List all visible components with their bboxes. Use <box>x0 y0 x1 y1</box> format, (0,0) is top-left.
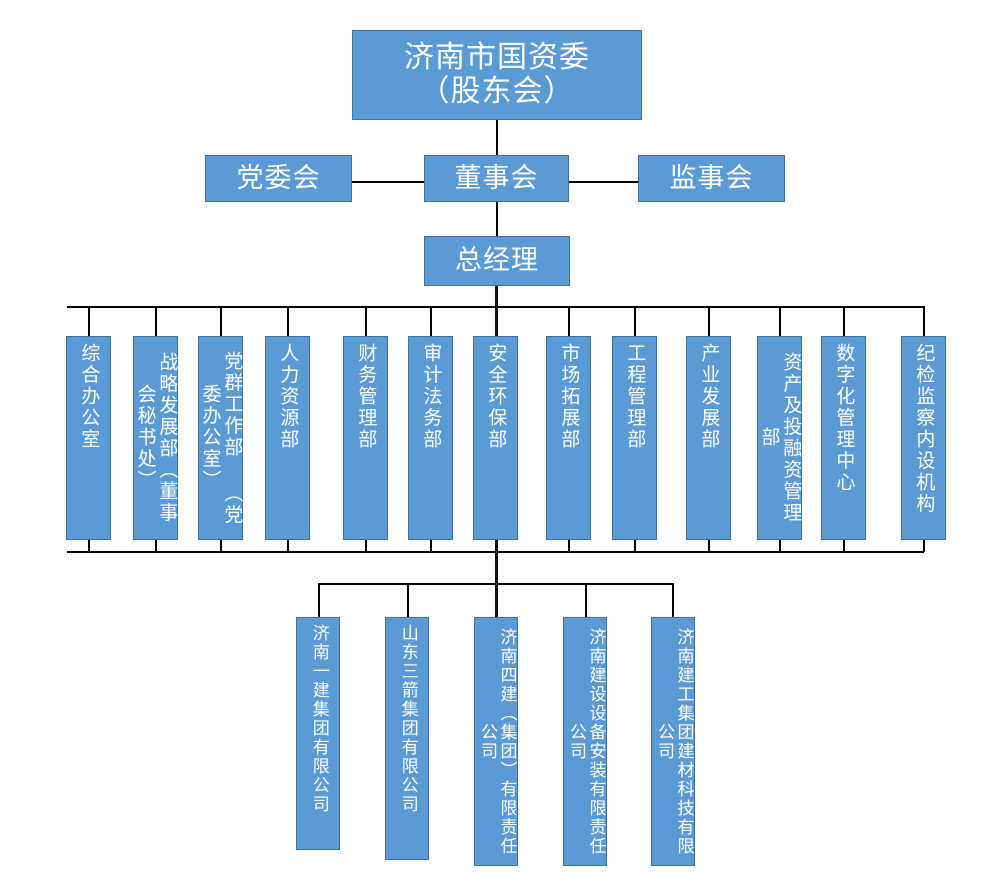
connector-tier1-to-board <box>496 120 498 155</box>
node-department-asset-investment[interactable]: 资产及投融资管理部 <box>757 336 802 540</box>
node-label: 市场拓展部 <box>558 343 581 451</box>
node-label: 财务管理部 <box>355 343 378 451</box>
department-riser-4 <box>287 540 289 552</box>
node-general-manager[interactable]: 总经理 <box>424 236 570 286</box>
department-riser-12 <box>843 540 845 552</box>
node-label: 数字化管理中心 <box>833 343 856 494</box>
connector-party-to-board <box>352 181 424 183</box>
department-drop-7 <box>495 306 498 336</box>
node-subsidiary-shandong-sanjian[interactable]: 山东三箭集团有限公司 <box>385 617 429 860</box>
department-riser-5 <box>365 540 367 552</box>
department-riser-6 <box>430 540 432 552</box>
node-subsidiary-jinan-sijian[interactable]: 济南四建（集团）有限责任公司 <box>474 617 518 866</box>
node-department-financial-management[interactable]: 财务管理部 <box>343 336 388 540</box>
department-drop-5 <box>365 306 367 336</box>
node-label: 战略发展部（董事会秘书处） <box>134 352 179 524</box>
node-board-of-directors[interactable]: 董事会 <box>424 155 569 202</box>
department-drop-10 <box>708 306 710 336</box>
department-drop-9 <box>634 306 636 336</box>
node-subsidiary-jinan-equipment-installation[interactable]: 济南建设设备安装有限责任公司 <box>563 617 607 866</box>
department-drop-6 <box>430 306 432 336</box>
subsidiary-drop-1 <box>318 583 320 617</box>
node-label: 工程管理部 <box>624 343 647 451</box>
node-label-wrap: 济南市国资委 （股东会） <box>404 39 590 110</box>
department-riser-10 <box>708 540 710 552</box>
department-drop-4 <box>287 306 289 336</box>
node-label: 济南一建集团有限公司 <box>308 624 329 814</box>
department-drop-8 <box>568 306 570 336</box>
node-label: 山东三箭集团有限公司 <box>397 624 418 814</box>
department-drop-1 <box>88 306 90 336</box>
node-department-industry-development[interactable]: 产业发展部 <box>686 336 731 540</box>
node-label: 济南四建（集团）有限责任公司 <box>477 627 517 856</box>
connector-board-to-supervisors <box>569 181 638 183</box>
node-department-digital-management-center[interactable]: 数字化管理中心 <box>821 336 866 540</box>
node-label: 安全环保部 <box>485 343 508 451</box>
node-state-asset-commission[interactable]: 济南市国资委 （股东会） <box>352 30 642 120</box>
department-riser-3 <box>220 540 222 552</box>
node-department-party-affairs[interactable]: 党群工作部 （党委办公室） <box>198 336 243 540</box>
department-riser-13 <box>923 540 925 552</box>
node-label: 济南建工集团建材科技有限公司 <box>654 627 694 856</box>
subsidiary-drop-4 <box>585 583 587 617</box>
node-label: 监事会 <box>669 162 754 194</box>
node-department-discipline-inspection[interactable]: 纪检监察内设机构 <box>901 336 946 540</box>
subsidiary-drop-2 <box>407 583 409 617</box>
connector-board-to-gm <box>496 202 498 236</box>
node-label: 人力资源部 <box>277 343 300 451</box>
department-drop-11 <box>779 306 781 336</box>
department-drop-13 <box>923 306 925 336</box>
subsidiary-drop-5 <box>672 583 674 617</box>
node-department-safety-environment[interactable]: 安全环保部 <box>473 336 518 540</box>
node-department-audit-legal[interactable]: 审计法务部 <box>408 336 453 540</box>
node-department-strategy-development[interactable]: 战略发展部（董事会秘书处） <box>133 336 178 540</box>
node-label: 产业发展部 <box>698 343 721 451</box>
node-label: 审计法务部 <box>420 343 443 451</box>
node-label: 纪检监察内设机构 <box>913 343 936 515</box>
department-riser-1 <box>88 540 90 552</box>
node-department-human-resources[interactable]: 人力资源部 <box>265 336 310 540</box>
node-department-market-expansion[interactable]: 市场拓展部 <box>546 336 591 540</box>
department-drop-12 <box>843 306 845 336</box>
connector-to-subsidiary-bus <box>495 551 498 584</box>
department-drop-3 <box>220 306 222 336</box>
node-label: 综合办公室 <box>78 343 101 451</box>
department-riser-11 <box>779 540 781 552</box>
department-riser-9 <box>634 540 636 552</box>
node-label: 党委会 <box>236 162 321 194</box>
node-label: 董事会 <box>454 162 539 194</box>
node-subsidiary-jinan-building-materials[interactable]: 济南建工集团建材科技有限公司 <box>651 617 695 866</box>
department-drop-2 <box>155 306 157 336</box>
department-riser-8 <box>568 540 570 552</box>
node-label: 济南建设设备安装有限责任公司 <box>566 627 606 856</box>
department-riser-7 <box>495 540 498 552</box>
node-label: 总经理 <box>455 245 539 277</box>
node-party-committee[interactable]: 党委会 <box>205 155 352 202</box>
node-subsidiary-jinan-yijian[interactable]: 济南一建集团有限公司 <box>296 617 340 850</box>
node-board-of-supervisors[interactable]: 监事会 <box>638 155 785 202</box>
department-riser-2 <box>155 540 157 552</box>
node-label: 党群工作部 （党委办公室） <box>199 350 244 526</box>
connector-gm-to-department-bus <box>495 286 498 307</box>
subsidiary-drop-3 <box>495 583 498 617</box>
node-label: 资产及投融资管理部 <box>758 352 803 524</box>
node-label-line1: 济南市国资委 <box>404 39 590 75</box>
node-department-general-office[interactable]: 综合办公室 <box>66 336 111 540</box>
node-label-line2: （股东会） <box>419 74 575 109</box>
node-department-engineering-management[interactable]: 工程管理部 <box>612 336 657 540</box>
